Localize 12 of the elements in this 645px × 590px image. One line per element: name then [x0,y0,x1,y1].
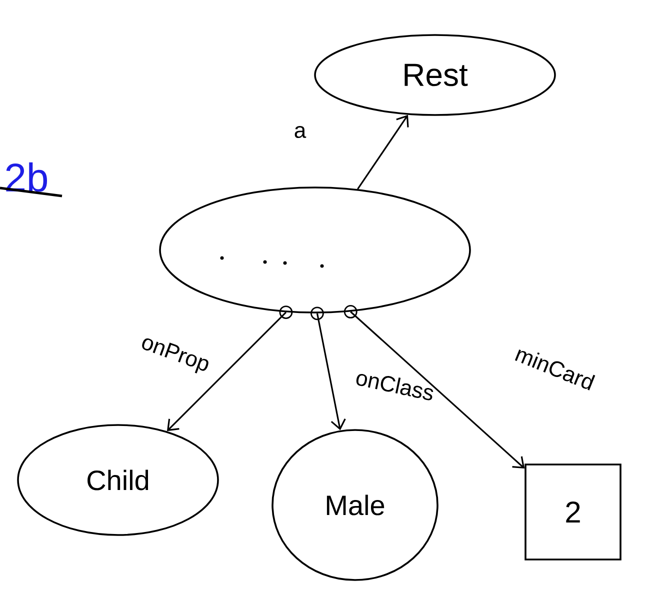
ellipse-node: Child [17,424,219,536]
box-node: 2 [524,464,622,560]
arrow [316,313,346,430]
ellipse-node: Rest [314,34,556,116]
ellipse-node: Male [272,429,438,581]
edge-label: a [294,126,306,138]
arrow [357,114,409,190]
arrow [350,311,525,469]
arrow [166,312,287,432]
ellipse-node [159,186,471,314]
edge-label: onProp [142,338,208,374]
edge-label: onClass [356,374,434,400]
